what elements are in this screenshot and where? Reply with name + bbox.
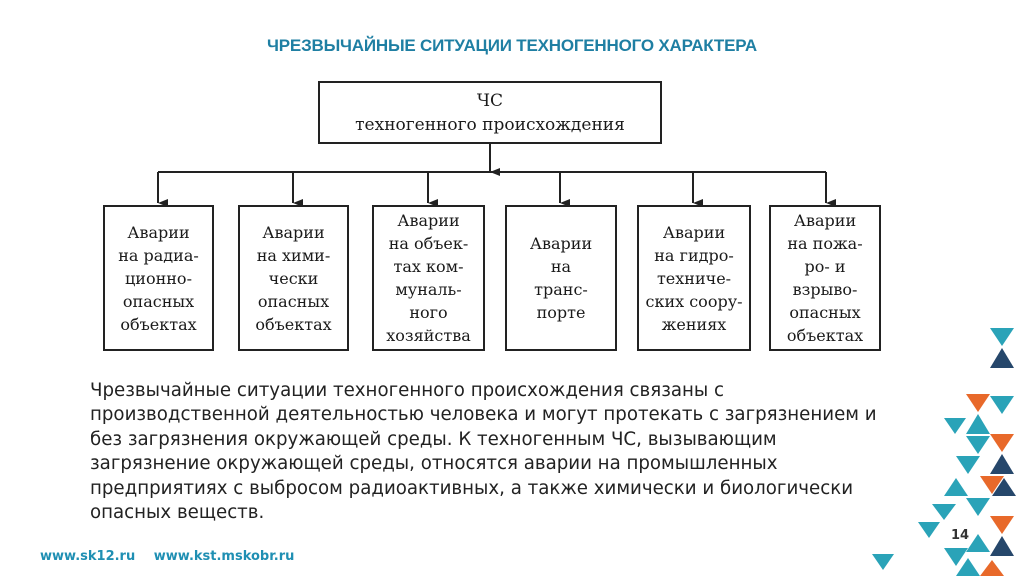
body-paragraph: Чрезвычайные ситуации техногенного проис… xyxy=(90,380,877,524)
page-number: 14 xyxy=(950,528,970,543)
footer-links: www.sk12.ru www.kst.mskobr.ru xyxy=(40,549,308,564)
child-node-hydro: Аварии на гидро- техниче- ских соору- же… xyxy=(637,205,751,351)
root-node: ЧС техногенного происхождения xyxy=(318,81,662,144)
child-node-fire-explosion: Аварии на пожа- ро- и взрыво- опасных об… xyxy=(769,205,881,351)
footer-link-kst[interactable]: www.kst.mskobr.ru xyxy=(153,549,295,564)
child-node-utilities: Аварии на объек- тах ком- муналь- ного х… xyxy=(372,205,485,351)
root-node-line2: техногенного происхождения xyxy=(355,114,625,135)
slide-title: ЧРЕЗВЫЧАЙНЫЕ СИТУАЦИИ ТЕХНОГЕННОГО ХАРАК… xyxy=(267,36,757,55)
child-node-transport: Аварии на транс- порте xyxy=(505,205,617,351)
triangle-pattern-icon xyxy=(872,328,1016,576)
child-node-chemical: Аварии на хими- чески опасных объектах xyxy=(238,205,349,351)
footer-link-sk12[interactable]: www.sk12.ru xyxy=(40,549,136,564)
child-node-radiation: Аварии на радиа- ционно- опасных объекта… xyxy=(103,205,214,351)
root-node-line1: ЧС xyxy=(476,90,504,111)
